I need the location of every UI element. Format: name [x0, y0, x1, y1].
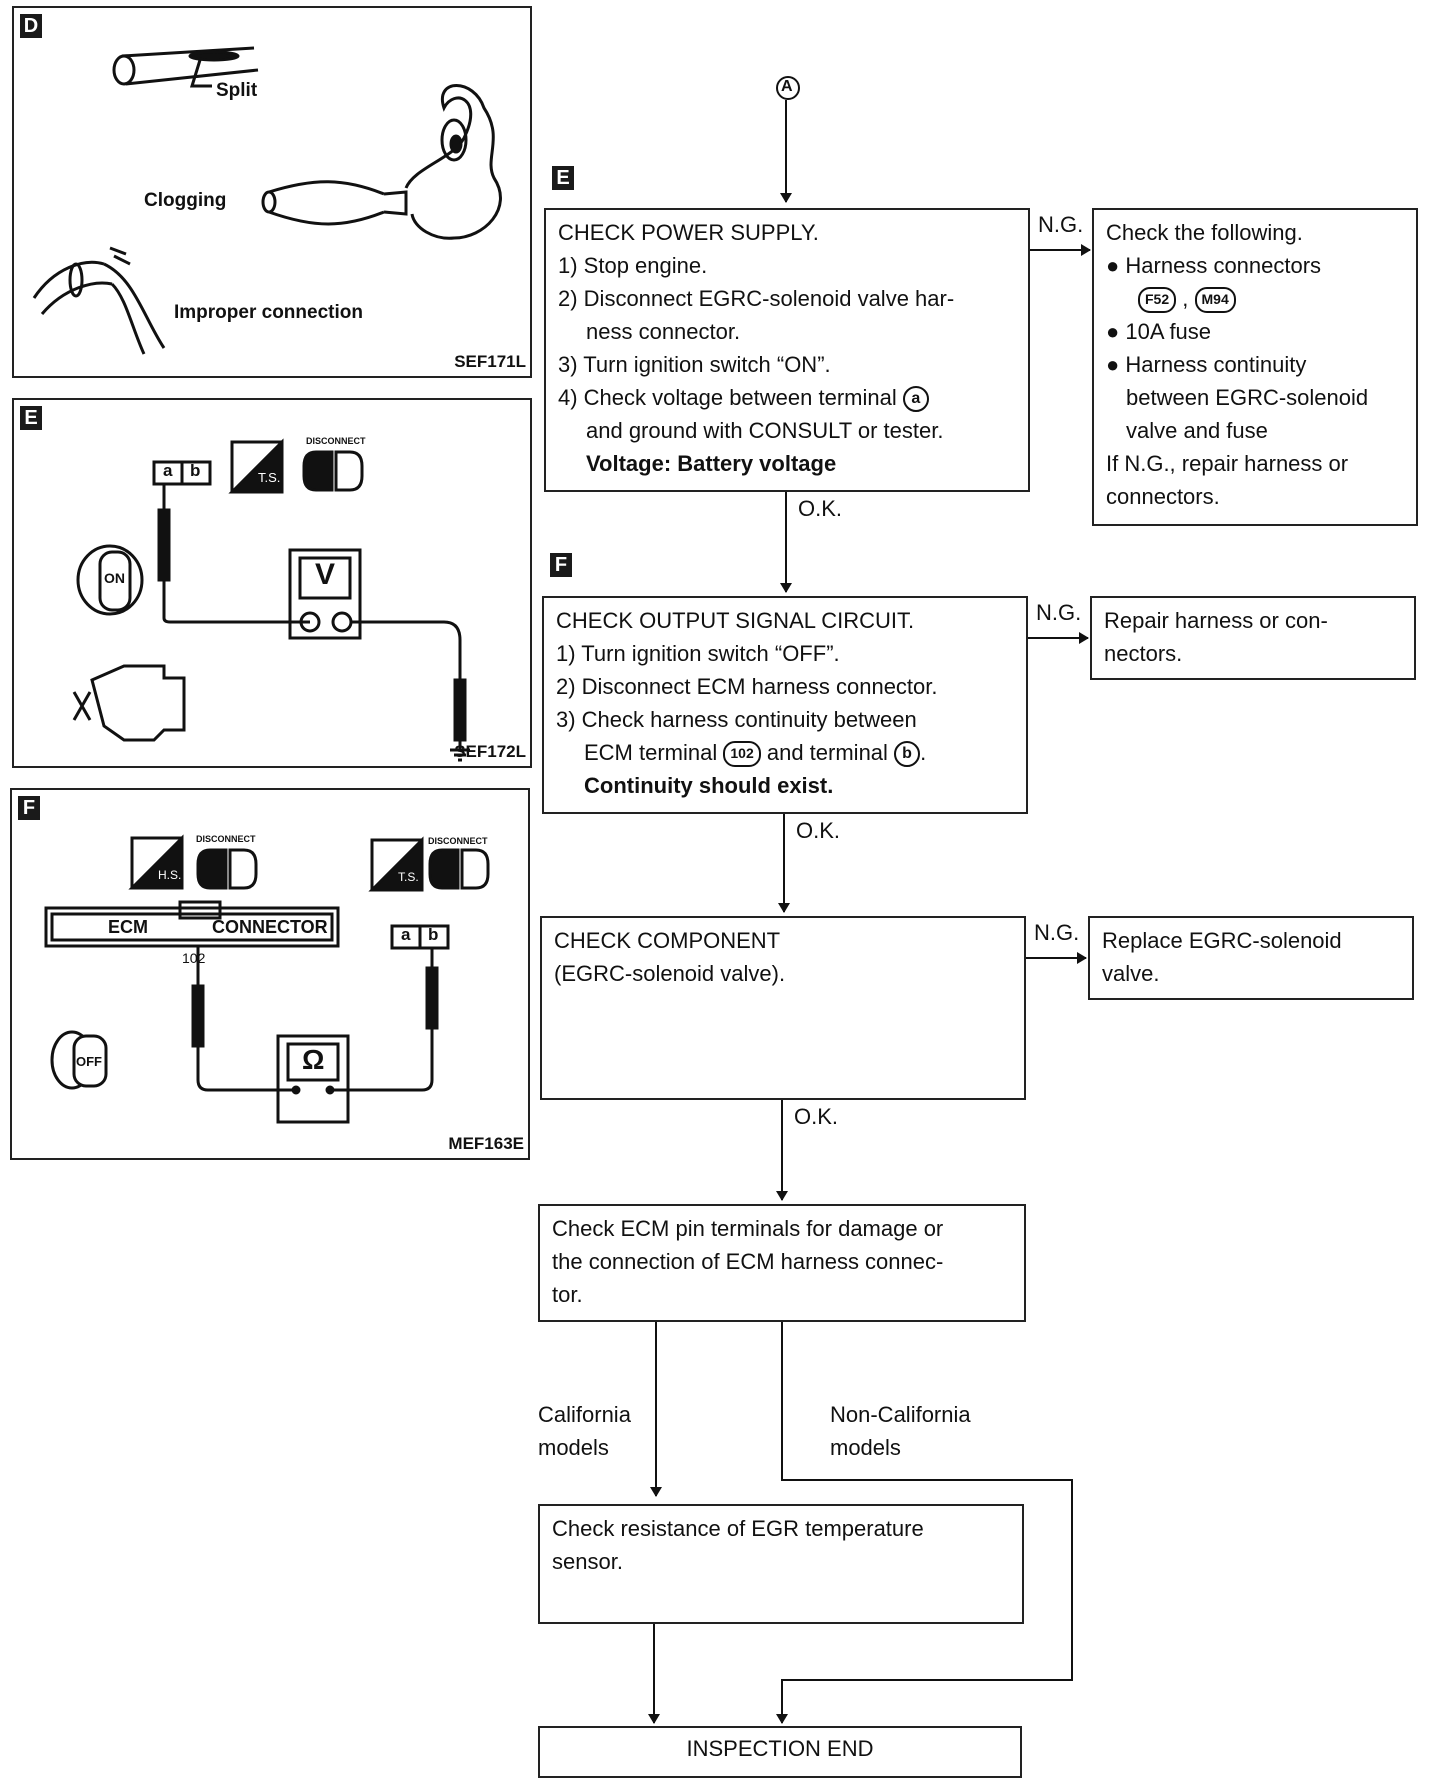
power-ng-label: N.G.: [1038, 212, 1084, 237]
figure-e-tag: E: [20, 406, 42, 430]
power-title: CHECK POWER SUPPLY.: [558, 220, 819, 245]
output-step-3: 3) Check harness continuity between: [556, 707, 917, 732]
figure-d-code: SEF171L: [454, 352, 526, 371]
repair-harness-line-2: nectors.: [1104, 641, 1183, 666]
ecm-pins-line-2: the connection of ECM harness connec-: [552, 1249, 944, 1274]
following-title: Check the following.: [1106, 220, 1303, 245]
connector-m94-badge: M94: [1194, 287, 1236, 314]
ecm-label: ECM: [108, 917, 148, 937]
replace-solenoid-box: Replace EGRC-solenoid valve.: [1088, 916, 1414, 1000]
check-power-supply-box: CHECK POWER SUPPLY. 1) Stop engine. 2) D…: [544, 208, 1030, 492]
following-item-3b: between EGRC-solenoid: [1126, 385, 1369, 410]
output-ok-label: O.K.: [796, 818, 841, 843]
power-step-4b: and ground with CONSULT or tester.: [586, 418, 944, 443]
terminal-102-badge: 102: [723, 741, 761, 768]
hose-illustrations: [32, 46, 502, 355]
power-step-4: 4) Check voltage between terminal a: [558, 381, 1016, 414]
connector-a-label-e: a: [163, 461, 173, 480]
following-connectors: F52 , M94: [1106, 282, 1404, 315]
component-ok-label: O.K.: [794, 1104, 839, 1129]
output-title: CHECK OUTPUT SIGNAL CIRCUIT.: [556, 608, 915, 633]
california-line-1: California: [538, 1402, 631, 1427]
non-california-label: Non-California models: [830, 1398, 971, 1464]
following-item-3c: valve and fuse: [1126, 418, 1268, 443]
figure-e-voltage-check: E: [12, 398, 532, 768]
voltmeter-v-label: V: [315, 558, 336, 591]
power-step-2: 2) Disconnect EGRC-solenoid valve har-: [558, 286, 955, 311]
check-ecm-pins-box: Check ECM pin terminals for damage or th…: [538, 1204, 1026, 1322]
connector-f52-badge: F52: [1138, 287, 1177, 314]
egr-sensor-line-2: sensor.: [552, 1549, 623, 1574]
power-step-1: 1) Stop engine.: [558, 253, 708, 278]
repair-harness-box: Repair harness or con- nectors.: [1090, 596, 1416, 680]
terminal-a-badge: a: [902, 386, 929, 413]
flow-start-marker: A: [781, 78, 793, 95]
voltage-check-diagram: [72, 438, 470, 762]
check-output-signal-box: CHECK OUTPUT SIGNAL CIRCUIT. 1) Turn ign…: [542, 596, 1028, 814]
component-line-2: (EGRC-solenoid valve).: [554, 961, 786, 986]
replace-solenoid-line-2: valve.: [1102, 961, 1160, 986]
non-california-line-2: models: [830, 1435, 901, 1460]
disconnect-label-e: DISCONNECT: [306, 436, 366, 446]
figure-f-code: MEF163E: [448, 1134, 524, 1153]
replace-solenoid-line-1: Replace EGRC-solenoid: [1102, 928, 1342, 953]
check-egr-sensor-box: Check resistance of EGR temperature sens…: [538, 1504, 1024, 1624]
following-item-1: ● Harness connectors: [1106, 253, 1322, 278]
connector-a-label-f: a: [401, 925, 411, 944]
continuity-check-diagram: [44, 834, 490, 1124]
disconnect-label-f1: DISCONNECT: [196, 834, 256, 844]
ecm-pins-line-3: tor.: [552, 1282, 583, 1307]
label-split: Split: [216, 80, 258, 101]
following-item-2: ● 10A fuse: [1106, 319, 1212, 344]
output-step-3b: ECM terminal 102 and terminal b.: [556, 736, 1014, 769]
power-spec: Voltage: Battery voltage: [586, 451, 837, 476]
check-component-box: CHECK COMPONENT (EGRC-solenoid valve).: [540, 916, 1026, 1100]
output-spec: Continuity should exist.: [584, 773, 834, 798]
following-note-2: connectors.: [1106, 484, 1220, 509]
repair-harness-line-1: Repair harness or con-: [1104, 608, 1328, 633]
figure-f-tag: F: [18, 796, 40, 820]
label-clogging: Clogging: [144, 190, 227, 211]
figure-e-code: SEF172L: [454, 742, 526, 761]
ecm-pins-line-1: Check ECM pin terminals for damage or: [552, 1216, 944, 1241]
power-step-3: 3) Turn ignition switch “ON”.: [558, 352, 831, 377]
connector-b-label-f: b: [428, 925, 439, 944]
key-on-label: ON: [104, 570, 125, 586]
non-california-line-1: Non-California: [830, 1402, 971, 1427]
ohmmeter-label: Ω: [302, 1044, 325, 1075]
ts-label-f: T.S.: [398, 870, 419, 884]
connector-b-label-e: b: [190, 461, 201, 480]
egr-sensor-line-1: Check resistance of EGR temperature: [552, 1516, 924, 1541]
following-note-1: If N.G., repair harness or: [1106, 451, 1349, 476]
inspection-end-label: INSPECTION END: [686, 1736, 874, 1761]
california-line-2: models: [538, 1435, 609, 1460]
pin-102-label: 102: [182, 950, 206, 966]
connector-label: CONNECTOR: [212, 917, 328, 937]
power-ok-label: O.K.: [798, 496, 843, 521]
output-step-1: 1) Turn ignition switch “OFF”.: [556, 641, 840, 666]
figure-d-tag: D: [20, 14, 42, 38]
step-e-tag: E: [552, 166, 574, 190]
figure-d-hose-inspection: D Split Clog: [12, 6, 532, 378]
terminal-b-badge: b: [894, 741, 921, 768]
disconnect-label-f2: DISCONNECT: [428, 836, 488, 846]
output-step-2: 2) Disconnect ECM harness connector.: [556, 674, 938, 699]
component-ng-label: N.G.: [1034, 920, 1080, 945]
step-f-tag: F: [550, 553, 572, 577]
key-off-label: OFF: [76, 1054, 102, 1069]
following-item-3: ● Harness continuity: [1106, 352, 1307, 377]
inspection-end-box: INSPECTION END: [538, 1726, 1022, 1778]
component-line-1: CHECK COMPONENT: [554, 928, 781, 953]
output-ng-label: N.G.: [1036, 600, 1082, 625]
figure-f-continuity-check: F: [10, 788, 530, 1160]
california-label: California models: [538, 1398, 631, 1464]
power-step-2b: ness connector.: [586, 319, 741, 344]
hs-label-f: H.S.: [158, 868, 182, 882]
ts-label-e: T.S.: [258, 470, 281, 485]
check-following-box: Check the following. ● Harness connector…: [1092, 208, 1418, 526]
label-improper-connection: Improper connection: [174, 302, 363, 323]
